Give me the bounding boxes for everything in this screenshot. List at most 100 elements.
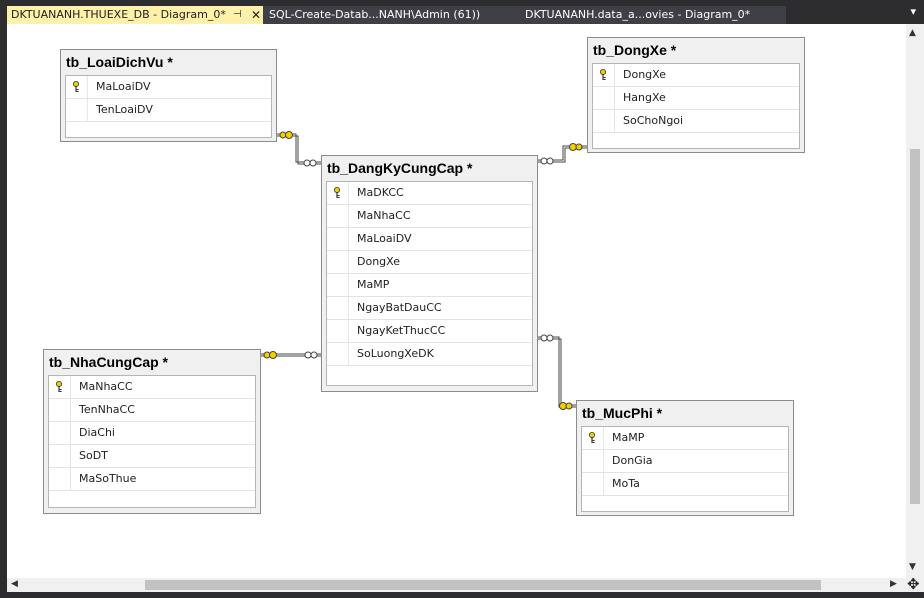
infinity-end-icon [304,351,312,359]
column-name: HangXe [623,91,666,104]
column-name: MaDKCC [357,186,404,199]
row-selector[interactable] [49,399,71,421]
column-grid: MaMP DonGia MoTa [581,426,789,512]
column-name: MoTa [612,477,640,490]
vertical-scrollbar[interactable]: ▲ ▼ [906,24,924,578]
column-grid: MaLoaiDV TenLoaiDV [65,75,272,138]
row-selector[interactable] [593,110,615,132]
row-selector[interactable] [66,99,88,121]
row-selector[interactable] [327,182,349,204]
row-selector[interactable] [593,87,615,109]
scroll-right-icon[interactable]: ▶ [890,579,897,589]
diagram-canvas[interactable]: tb_LoaiDichVu * MaLoaiDV TenLoaiDV tb_Do… [7,24,906,578]
horizontal-scroll-thumb[interactable] [145,580,821,590]
table-title: tb_MucPhi * [582,405,663,421]
column-row[interactable]: SoDT [49,445,255,468]
bottom-frame [0,592,924,598]
row-selector[interactable] [327,251,349,273]
column-name: MaLoaiDV [96,80,151,93]
tab-label: SQL-Create-Datab...NANH\Admin (61)) [269,8,481,21]
column-name: DongXe [357,255,400,268]
column-row[interactable]: MaDKCC [327,182,532,205]
row-selector[interactable] [327,297,349,319]
primary-key-icon [334,187,340,198]
column-name: MaNhaCC [357,209,411,222]
column-row[interactable]: DiaChi [49,422,255,445]
column-row[interactable]: SoChoNgoi [593,110,799,133]
column-row[interactable]: MaMP [582,427,788,450]
row-selector[interactable] [49,376,71,398]
close-icon[interactable]: ✕ [251,8,262,22]
infinity-end-icon [540,157,548,165]
primary-key-icon [589,432,595,443]
row-selector[interactable] [582,450,604,472]
tab-sql-create-database[interactable]: SQL-Create-Datab...NANH\Admin (61)) [263,6,511,24]
column-row[interactable]: DonGia [582,450,788,473]
key-end-icon [285,131,293,139]
column-row[interactable]: NgayBatDauCC [327,297,532,320]
column-name: DiaChi [79,426,115,439]
relationship-mucphi[interactable] [538,336,576,408]
pin-icon[interactable]: ⊣ [233,9,242,20]
infinity-end-icon [546,157,554,165]
column-row[interactable]: MaLoaiDV [66,76,271,99]
row-selector[interactable] [327,228,349,250]
table-tb-mucphi[interactable]: tb_MucPhi * MaMP DonGia MoTa [576,400,794,516]
row-selector[interactable] [66,76,88,98]
row-selector[interactable] [593,64,615,86]
tab-label: DKTUANANH.THUEXE_DB - Diagram_0* [11,8,226,21]
horizontal-scrollbar[interactable]: ◀ ▶ [7,578,906,592]
infinity-end-icon [310,351,318,359]
column-row[interactable]: MaNhaCC [49,376,255,399]
column-row[interactable]: MaLoaiDV [327,228,532,251]
infinity-end-icon [309,159,317,167]
column-row[interactable]: SoLuongXeDK [327,343,532,366]
scroll-down-icon[interactable]: ▼ [909,562,916,572]
column-name: MaMP [357,278,390,291]
column-row[interactable]: DongXe [593,64,799,87]
table-tb-loaidichvu[interactable]: tb_LoaiDichVu * MaLoaiDV TenLoaiDV [60,49,277,142]
column-row[interactable]: DongXe [327,251,532,274]
column-row[interactable]: HangXe [593,87,799,110]
row-selector[interactable] [327,274,349,296]
key-end-icon [559,402,567,410]
tab-data-movies-diagram[interactable]: DKTUANANH.data_a...ovies - Diagram_0* [511,6,786,24]
column-row[interactable]: MaMP [327,274,532,297]
tab-overflow-icon[interactable]: ▾ [910,5,916,18]
table-tb-dangkycungcap[interactable]: tb_DangKyCungCap * MaDKCC MaNhaCC MaLoai… [321,155,538,392]
row-selector[interactable] [49,468,71,490]
scroll-up-icon[interactable]: ▲ [909,28,916,38]
column-name: SoDT [79,449,108,462]
column-name: DonGia [612,454,653,467]
column-row[interactable]: MaNhaCC [327,205,532,228]
table-tb-nhacungcap[interactable]: tb_NhaCungCap * MaNhaCC TenNhaCC DiaChi … [43,349,261,514]
column-row[interactable]: NgayKetThucCC [327,320,532,343]
column-name: MaLoaiDV [357,232,412,245]
column-row[interactable]: MoTa [582,473,788,496]
row-selector[interactable] [49,422,71,444]
primary-key-icon [600,69,606,80]
tab-thuexe-diagram[interactable]: DKTUANANH.THUEXE_DB - Diagram_0* ⊣ ✕ [7,6,263,24]
column-name: TenLoaiDV [96,103,153,116]
row-selector[interactable] [582,427,604,449]
row-selector[interactable] [327,343,349,365]
key-end-icon [575,143,583,151]
move-canvas-icon[interactable]: ✥ [907,575,920,593]
scroll-left-icon[interactable]: ◀ [11,579,18,589]
relationship-loaidichvu[interactable] [277,133,321,165]
column-row[interactable]: MaSoThue [49,468,255,491]
column-name: NgayBatDauCC [357,301,442,314]
primary-key-icon [56,381,62,392]
scroll-corner: ✥ [906,575,924,593]
relationship-endpoints [263,131,583,410]
row-selector[interactable] [327,205,349,227]
row-selector[interactable] [327,320,349,342]
column-row[interactable]: TenLoaiDV [66,99,271,122]
row-selector[interactable] [582,473,604,495]
column-row[interactable]: TenNhaCC [49,399,255,422]
row-selector[interactable] [49,445,71,467]
table-title: tb_DongXe * [593,42,677,58]
vertical-scroll-thumb[interactable] [910,149,920,504]
column-grid: DongXe HangXe SoChoNgoi [592,63,800,149]
table-tb-dongxe[interactable]: tb_DongXe * DongXe HangXe SoChoNgoi [587,37,805,153]
